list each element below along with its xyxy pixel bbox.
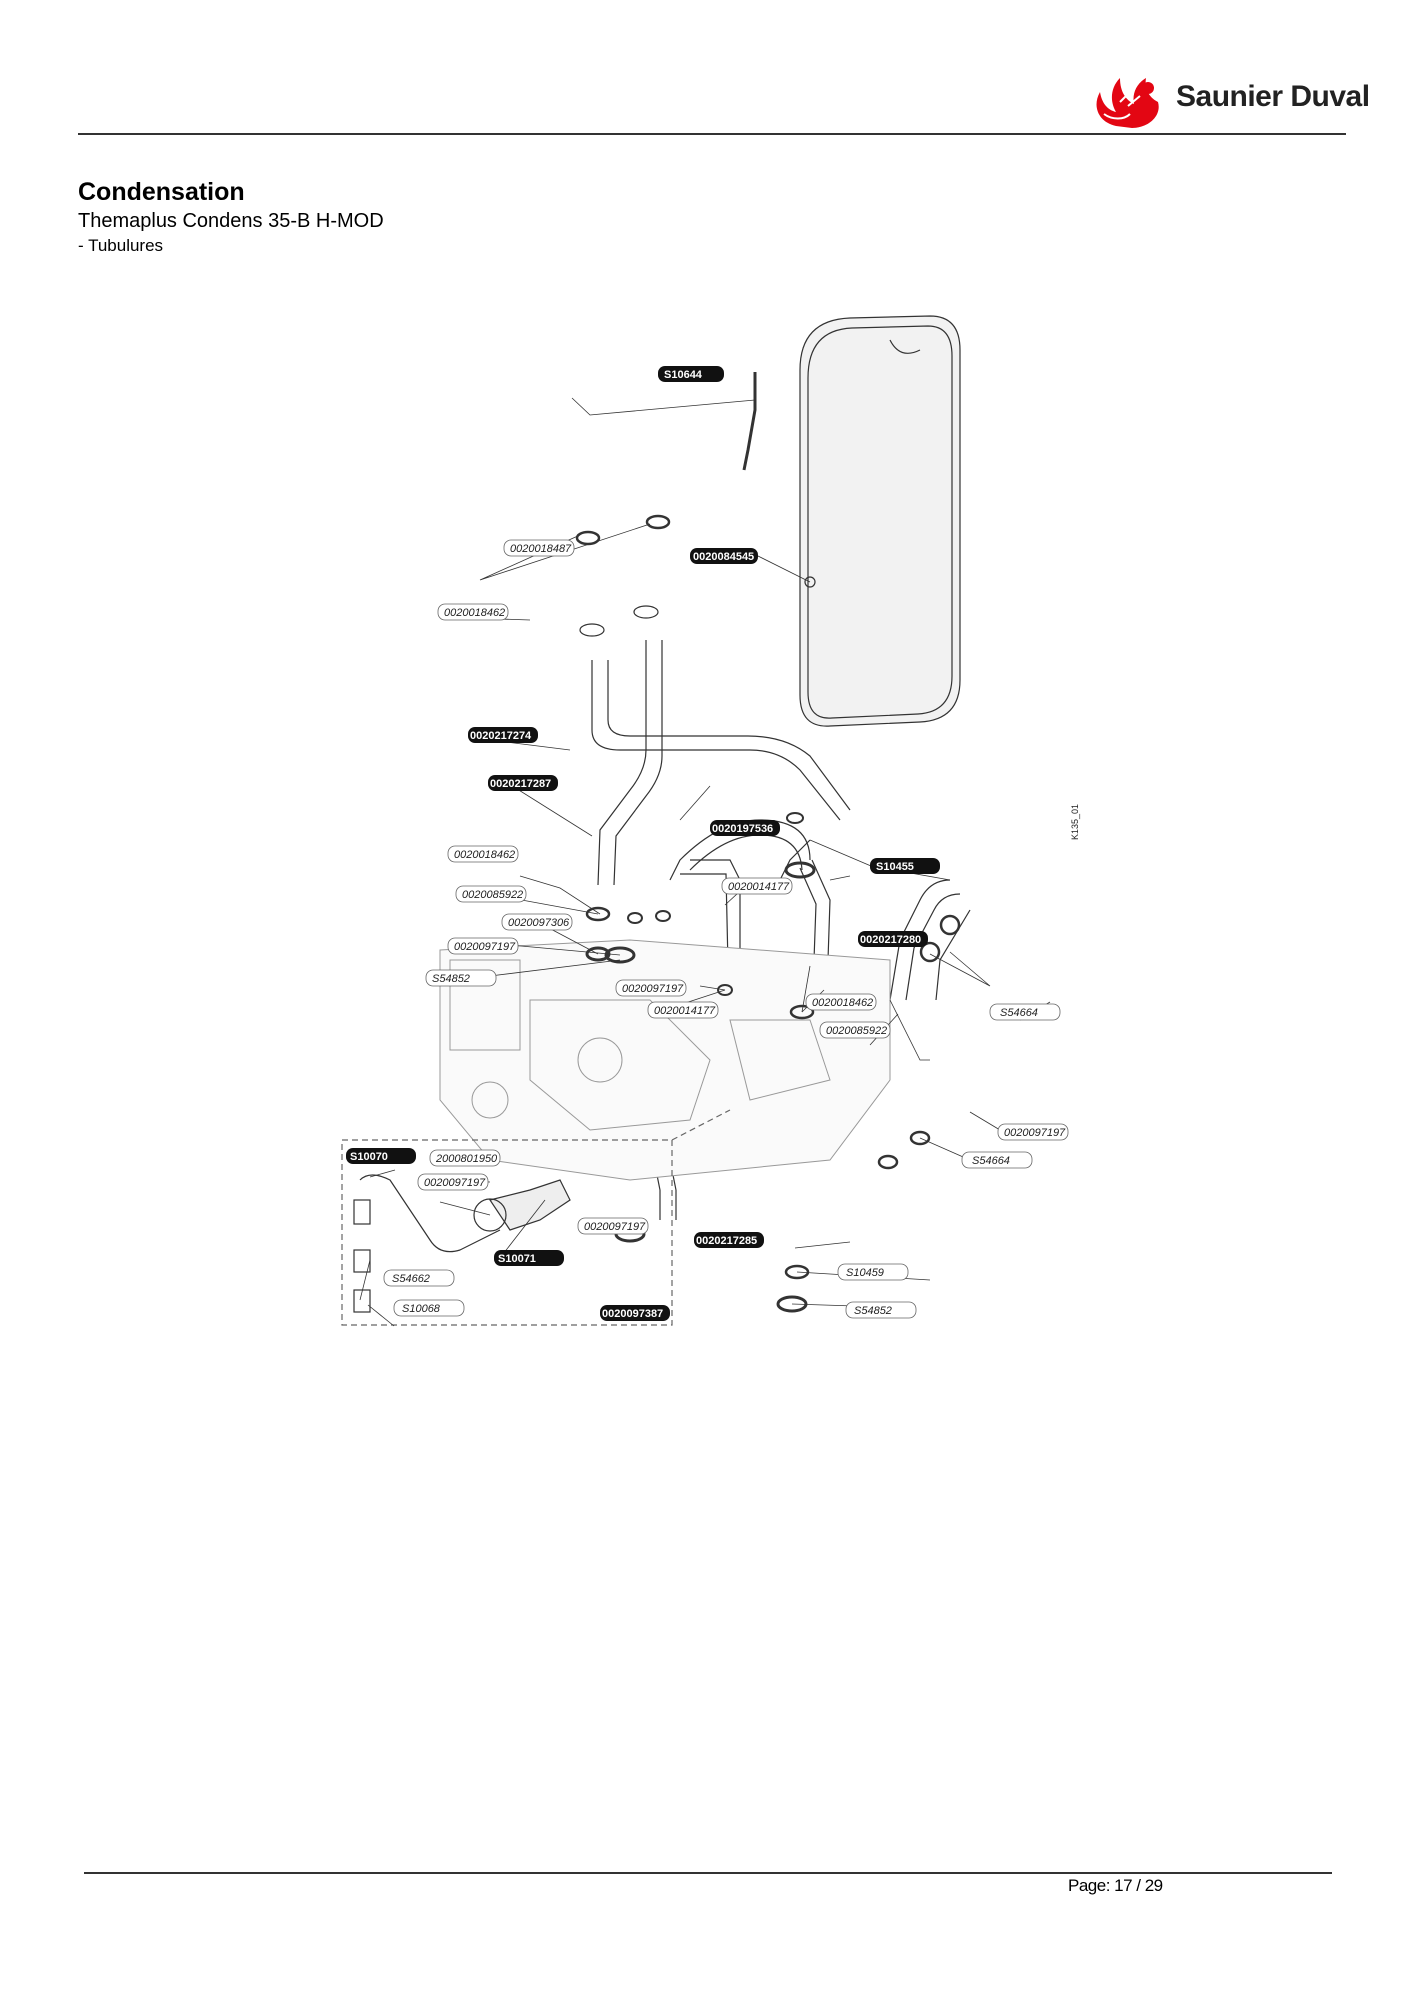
callout: 0020217280 xyxy=(860,934,921,946)
callout: 0020097197 xyxy=(622,983,684,995)
callout: S10644 xyxy=(664,369,703,381)
callout: S10455 xyxy=(876,861,914,873)
callout: S54662 xyxy=(392,1273,430,1285)
callout: 0020085922 xyxy=(462,889,523,901)
callout: 0020097306 xyxy=(508,917,570,929)
callouts-outline xyxy=(383,539,1069,1319)
callout: 0020097197 xyxy=(1004,1127,1066,1139)
callout: 0020217274 xyxy=(470,730,532,742)
callout: 0020097387 xyxy=(602,1308,663,1320)
callout: 0020018462 xyxy=(454,849,515,861)
brand-logo: Saunier Duval xyxy=(1090,62,1370,132)
expansion-vessel xyxy=(799,315,961,727)
callout: S10068 xyxy=(402,1303,441,1315)
callout: S10459 xyxy=(846,1267,884,1279)
callout: 0020084545 xyxy=(693,551,754,563)
product-model: Themaplus Condens 35-B H-MOD xyxy=(78,210,384,232)
callout: 0020217285 xyxy=(696,1235,757,1247)
saunier-duval-flame-icon xyxy=(1096,78,1159,128)
callout: S54852 xyxy=(432,973,470,985)
callout: 0020085922 xyxy=(826,1025,887,1037)
callout: 2000801950 xyxy=(435,1153,498,1165)
exploded-parts-diagram: S10644 0020084545 0020217274 0020217287 … xyxy=(330,300,1110,1340)
callout: 0020097197 xyxy=(584,1221,646,1233)
callout: 0020018462 xyxy=(812,997,873,1009)
callout: 0020097197 xyxy=(424,1177,486,1189)
callout: 0020018462 xyxy=(444,607,505,619)
boiler-body xyxy=(439,939,891,1181)
figure-code: K135_01 xyxy=(1070,804,1080,840)
brand-name: Saunier Duval xyxy=(1176,80,1370,113)
callout: 0020014177 xyxy=(654,1005,716,1017)
callout: S54664 xyxy=(1000,1007,1038,1019)
page-title: Condensation xyxy=(78,178,245,206)
pump-inset xyxy=(353,1174,571,1313)
callout: 0020217287 xyxy=(490,778,551,790)
callout: 0020014177 xyxy=(728,881,790,893)
callout: S54664 xyxy=(972,1155,1010,1167)
callout: 0020197536 xyxy=(712,823,773,835)
header-divider xyxy=(78,133,1346,135)
callout: 0020018487 xyxy=(510,543,572,555)
callout: S54852 xyxy=(854,1305,892,1317)
page-number: Page: 17 / 29 xyxy=(1068,1876,1163,1895)
section-name: - Tubulures xyxy=(78,236,164,255)
callout: S10070 xyxy=(350,1151,388,1163)
footer-divider xyxy=(84,1872,1332,1874)
callout: 0020097197 xyxy=(454,941,516,953)
callout: S10071 xyxy=(498,1253,536,1265)
callouts-filled: S10644 0020084545 0020217274 0020217287 … xyxy=(346,366,940,1321)
